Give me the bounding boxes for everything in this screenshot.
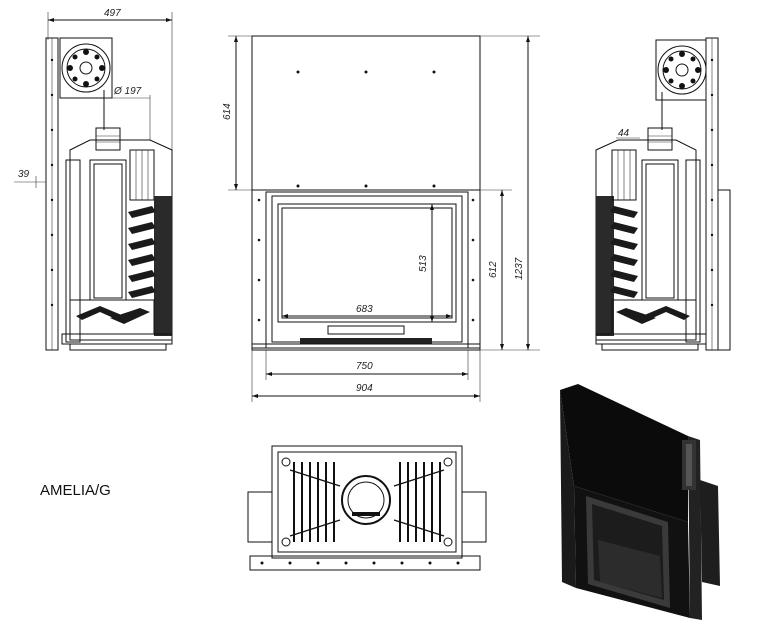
dim-door-width: 750 — [356, 361, 373, 372]
dim-offset-left: 39 — [18, 169, 30, 180]
dim-upper-height: 614 — [222, 103, 233, 120]
dim-total-height: 1237 — [514, 257, 525, 280]
isometric-render — [560, 384, 720, 620]
dim-door-height: 612 — [488, 261, 499, 278]
model-name: AMELIA/G — [40, 482, 111, 499]
dim-flue-diameter: Ø 197 — [113, 86, 142, 97]
front-view: 614 513 683 612 — [222, 35, 540, 402]
dim-glass-width: 683 — [356, 304, 373, 315]
dim-side-small: 44 — [618, 128, 630, 139]
dim-side-width: 497 — [104, 8, 121, 19]
bottom-view — [247, 445, 487, 571]
dim-glass-height: 513 — [418, 255, 429, 272]
dim-total-width: 904 — [356, 383, 373, 394]
right-side-view: 44 — [595, 37, 731, 351]
left-side-view: 497 Ø 197 — [14, 8, 173, 351]
